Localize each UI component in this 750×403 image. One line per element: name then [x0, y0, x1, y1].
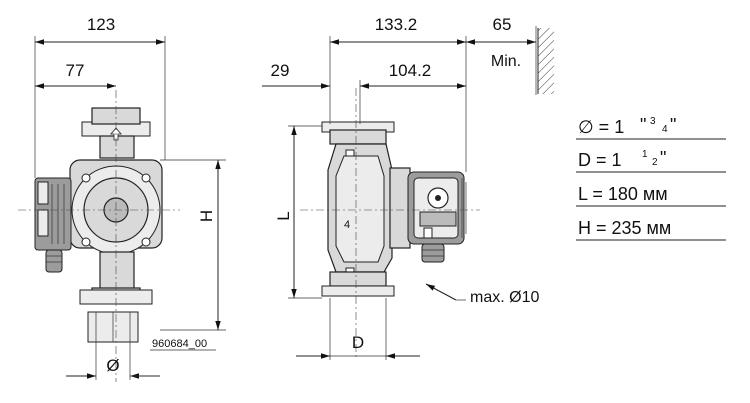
spec-dia-label: ∅ = 1	[578, 117, 624, 137]
dim-104-2: 104.2	[389, 61, 432, 80]
dim-max-note: max. Ø10	[470, 289, 539, 306]
dim-133-2: 133.2	[375, 15, 418, 34]
dim-29: 29	[271, 61, 290, 80]
spec-d-close-quote: "	[660, 148, 666, 168]
spec-l-value: L = 180 мм	[578, 184, 668, 204]
spec-dia-open-quote: "	[640, 115, 646, 135]
spec-table-lines	[576, 138, 726, 241]
dim-d-label: D	[352, 333, 364, 352]
spec-d-label: D = 1	[578, 150, 622, 170]
side-dimensions	[262, 26, 537, 360]
dim-77: 77	[66, 61, 85, 80]
dim-l-label: L	[274, 211, 293, 220]
dim-123: 123	[87, 15, 115, 34]
spec-h-value: H = 235 мм	[578, 218, 671, 238]
drawing-code: 960684_00	[152, 338, 207, 350]
wall	[537, 28, 554, 94]
side-view: 4	[300, 88, 480, 360]
dim-min-note: Min.	[491, 53, 521, 70]
spec-d-frac-num: 1	[642, 149, 648, 160]
spec-row-d: D = 1 1 2 "	[578, 148, 666, 170]
front-dimensions	[34, 36, 226, 380]
dim-diameter-symbol: Ø	[106, 356, 119, 375]
spec-row-diameter: ∅ = 1 " 3 4 "	[578, 115, 676, 137]
dim-65: 65	[493, 15, 512, 34]
front-view	[18, 90, 180, 382]
spec-dia-frac-den: 4	[662, 124, 668, 135]
spec-dia-close-quote: "	[670, 115, 676, 135]
svg-text:4: 4	[344, 219, 350, 231]
spec-dia-frac-num: 3	[650, 116, 656, 127]
dim-h-label: H	[197, 210, 216, 222]
spec-d-frac-den: 2	[652, 157, 658, 168]
